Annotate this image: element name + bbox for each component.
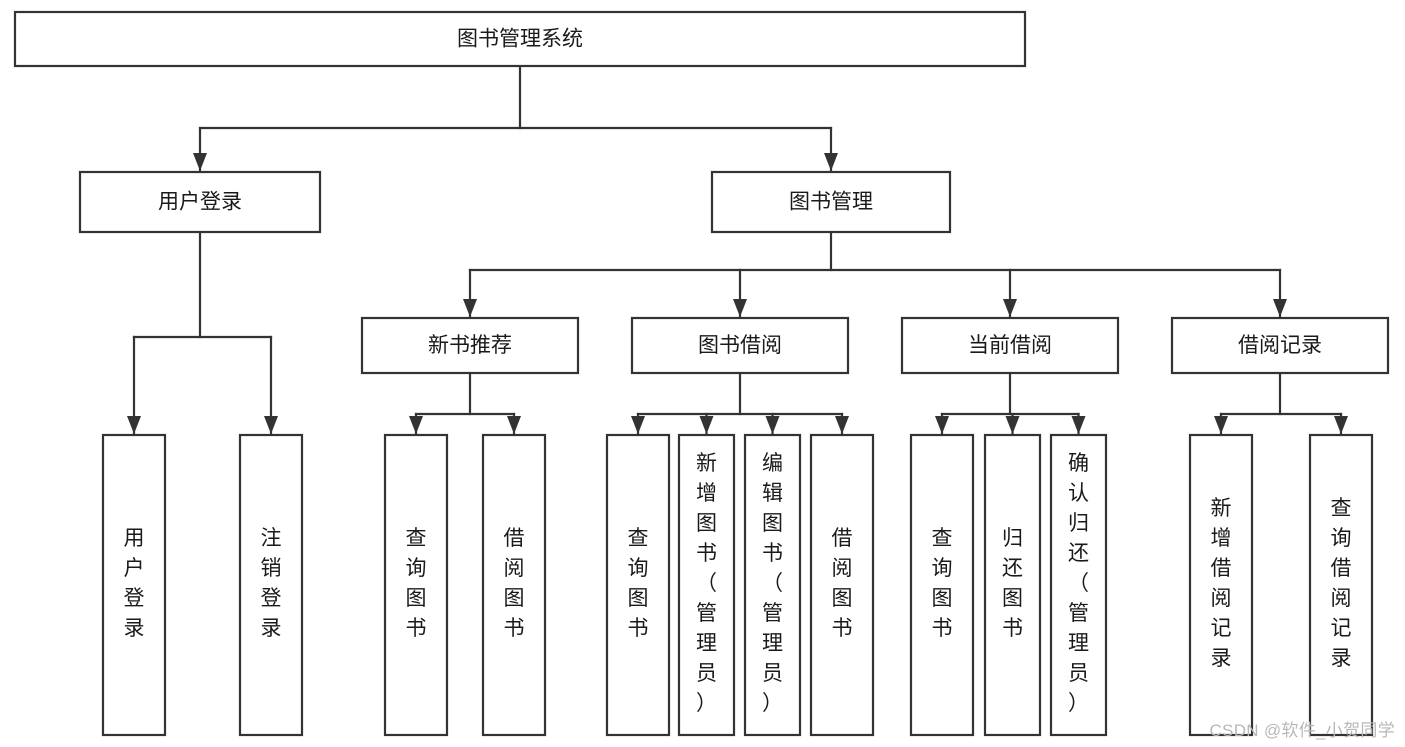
arrow-head-icon: [765, 416, 780, 434]
node-leaf-7[interactable]: 编辑图书（管理员）: [743, 433, 802, 737]
node-level2-3-label: 当前借阅: [968, 334, 1052, 357]
node-leaf-9[interactable]: 查询图书: [909, 433, 975, 737]
node-leaf-8-label: 借阅图书: [832, 527, 853, 640]
node-leaf-1[interactable]: 用户登录: [101, 433, 167, 737]
arrow-head-icon: [193, 153, 207, 171]
node-leaf-13-label: 查询借阅记录: [1331, 497, 1352, 670]
node-level1-1-rect: [78, 170, 322, 234]
arrow-head-icon: [733, 299, 747, 317]
node-leaf-12[interactable]: 新增借阅记录: [1188, 433, 1254, 737]
arrow-head-icon: [824, 153, 838, 171]
node-leaf-1-rect: [101, 433, 167, 737]
node-leaf-6-label: 新增图书（管理员）: [696, 452, 717, 715]
node-leaf-12-rect: [1188, 433, 1254, 737]
node-leaf-2-label: 注销登录: [261, 527, 282, 640]
node-root-book-management-system-rect: [13, 10, 1027, 68]
node-leaf-5-label: 查询图书: [628, 527, 649, 640]
node-leaf-3-rect: [383, 433, 449, 737]
arrow-head-icon: [1071, 416, 1086, 434]
arrow-head-icon: [463, 299, 477, 317]
node-level2-4[interactable]: 借阅记录: [1170, 316, 1390, 375]
node-level1-2[interactable]: 图书管理: [710, 170, 952, 234]
node-leaf-4[interactable]: 借阅图书: [481, 433, 547, 737]
node-leaf-4-rect: [481, 433, 547, 737]
node-level2-1-label: 新书推荐: [428, 334, 512, 357]
node-leaf-5-rect: [605, 433, 671, 737]
node-leaf-13[interactable]: 查询借阅记录: [1308, 433, 1374, 737]
node-leaf-2[interactable]: 注销登录: [238, 433, 304, 737]
arrow-head-icon: [699, 416, 714, 434]
node-leaf-11[interactable]: 确认归还（管理员）: [1049, 433, 1108, 737]
node-level1-1-label: 用户登录: [158, 191, 242, 214]
node-leaf-10[interactable]: 归还图书: [983, 433, 1042, 737]
connector-layer: [127, 64, 1348, 436]
arrow-head-icon: [1003, 299, 1017, 317]
node-leaf-10-label: 归还图书: [1002, 527, 1023, 640]
arrow-head-icon: [1273, 299, 1287, 317]
node-leaf-3[interactable]: 查询图书: [383, 433, 449, 737]
node-level1-2-rect: [710, 170, 952, 234]
node-leaf-1-label: 用户登录: [124, 527, 145, 640]
arrow-head-icon: [631, 416, 645, 434]
arrow-head-icon: [1334, 416, 1348, 434]
node-leaf-13-rect: [1308, 433, 1374, 737]
node-leaf-3-label: 查询图书: [406, 527, 427, 640]
node-leaf-5[interactable]: 查询图书: [605, 433, 671, 737]
node-leaf-4-label: 借阅图书: [504, 527, 525, 640]
node-leaf-2-rect: [238, 433, 304, 737]
node-level1-1[interactable]: 用户登录: [78, 170, 322, 234]
node-leaf-8-rect: [809, 433, 875, 737]
node-leaf-11-rect: [1049, 433, 1108, 737]
arrow-head-icon: [507, 416, 521, 434]
node-level2-2[interactable]: 图书借阅: [630, 316, 850, 375]
node-level2-4-label: 借阅记录: [1238, 334, 1322, 357]
node-level1-2-label: 图书管理: [789, 191, 873, 214]
arrow-head-icon: [264, 416, 278, 434]
node-leaf-9-rect: [909, 433, 975, 737]
node-leaf-9-label: 查询图书: [932, 527, 953, 640]
node-leaf-10-rect: [983, 433, 1042, 737]
node-level2-2-rect: [630, 316, 850, 375]
node-level2-3[interactable]: 当前借阅: [900, 316, 1120, 375]
node-root-book-management-system-label: 图书管理系统: [457, 28, 583, 51]
node-layer: 图书管理系统用户登录图书管理新书推荐图书借阅当前借阅借阅记录用户登录注销登录查询…: [13, 10, 1390, 737]
node-root-book-management-system[interactable]: 图书管理系统: [13, 10, 1027, 68]
node-level2-1-rect: [360, 316, 580, 375]
node-leaf-7-label: 编辑图书（管理员）: [762, 452, 783, 715]
node-level2-3-rect: [900, 316, 1120, 375]
node-leaf-8[interactable]: 借阅图书: [809, 433, 875, 737]
node-level2-4-rect: [1170, 316, 1390, 375]
node-leaf-6-rect: [677, 433, 736, 737]
node-leaf-7-rect: [743, 433, 802, 737]
node-leaf-11-label: 确认归还（管理员）: [1068, 452, 1089, 715]
arrow-head-icon: [1005, 416, 1020, 434]
arrow-head-icon: [935, 416, 949, 434]
arrow-head-icon: [1214, 416, 1228, 434]
node-leaf-12-label: 新增借阅记录: [1211, 497, 1232, 670]
node-level2-1[interactable]: 新书推荐: [360, 316, 580, 375]
arrow-head-icon: [835, 416, 849, 434]
arrow-head-icon: [409, 416, 423, 434]
node-leaf-6[interactable]: 新增图书（管理员）: [677, 433, 736, 737]
node-level2-2-label: 图书借阅: [698, 334, 782, 357]
arrow-head-icon: [127, 416, 141, 434]
